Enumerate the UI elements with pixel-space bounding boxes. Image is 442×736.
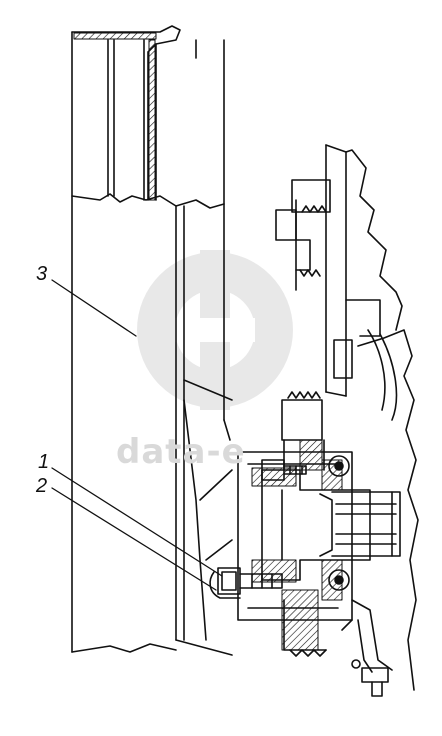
callout-1: 1 — [38, 451, 50, 473]
frame-rail — [71, 25, 233, 656]
leader-1 — [51, 467, 223, 577]
leader-3 — [51, 279, 137, 337]
leader-lines — [51, 279, 223, 591]
hub-assembly — [209, 391, 401, 697]
upper-bracket — [275, 144, 419, 691]
watermark-text: data-e — [116, 432, 246, 472]
callout-3: 3 — [36, 263, 48, 285]
watermark-logo — [137, 250, 293, 410]
leader-2 — [51, 487, 217, 591]
callout-2: 2 — [36, 475, 48, 497]
